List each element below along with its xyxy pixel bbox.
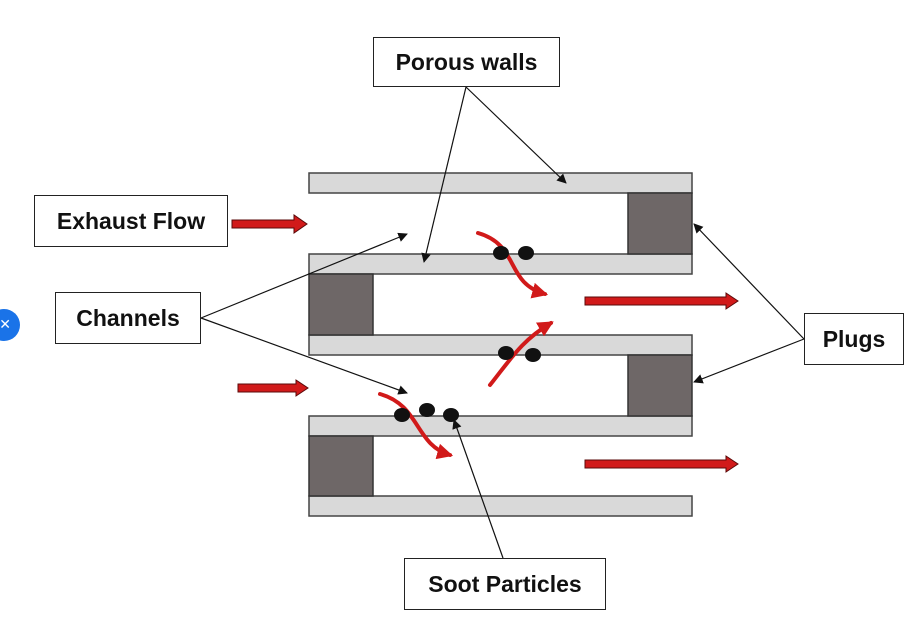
channels-label: Channels <box>55 292 201 344</box>
plug <box>308 435 374 497</box>
porous-wall <box>308 495 693 517</box>
plug <box>308 273 374 336</box>
soot-particle <box>394 408 410 422</box>
channels-leader-line <box>200 232 408 319</box>
soot-particles <box>394 246 541 422</box>
plugs-leader-line <box>693 223 805 340</box>
plug <box>627 192 693 255</box>
plug <box>627 354 693 417</box>
porous-leader-line <box>465 86 567 184</box>
wall-flow-arrows <box>378 231 554 460</box>
exhaust-inlet-arrow <box>231 214 308 234</box>
porous-leader-line <box>421 86 467 263</box>
soot-particles-label: Soot Particles <box>404 558 606 610</box>
flow-arrows <box>231 214 739 473</box>
porous-walls-label: Porous walls <box>373 37 560 87</box>
wall-flow-curve <box>476 231 549 299</box>
soot-particle <box>419 403 435 417</box>
soot-particle <box>443 408 459 422</box>
close-button[interactable]: ✕ <box>0 309 20 341</box>
soot-particle <box>525 348 541 362</box>
wall-flow-curve <box>378 392 454 460</box>
soot-leader-line <box>452 419 504 559</box>
plugs-label: Plugs <box>804 313 904 365</box>
wall-flow-curve <box>488 321 554 387</box>
soot-particle <box>493 246 509 260</box>
outlet-arrow-upper <box>584 292 739 310</box>
leader-lines <box>200 86 805 559</box>
inlet-arrow-lower <box>237 379 309 397</box>
porous-walls <box>308 172 693 517</box>
outlet-arrow-lower <box>584 455 739 473</box>
soot-particle <box>518 246 534 260</box>
porous-wall <box>308 415 693 437</box>
channels-leader-line <box>200 317 408 395</box>
soot-particle <box>498 346 514 360</box>
porous-wall <box>308 172 693 194</box>
plugs-leader-line <box>693 338 805 384</box>
plugs <box>308 192 693 497</box>
close-icon: ✕ <box>0 317 11 333</box>
exhaust-flow-label: Exhaust Flow <box>34 195 228 247</box>
